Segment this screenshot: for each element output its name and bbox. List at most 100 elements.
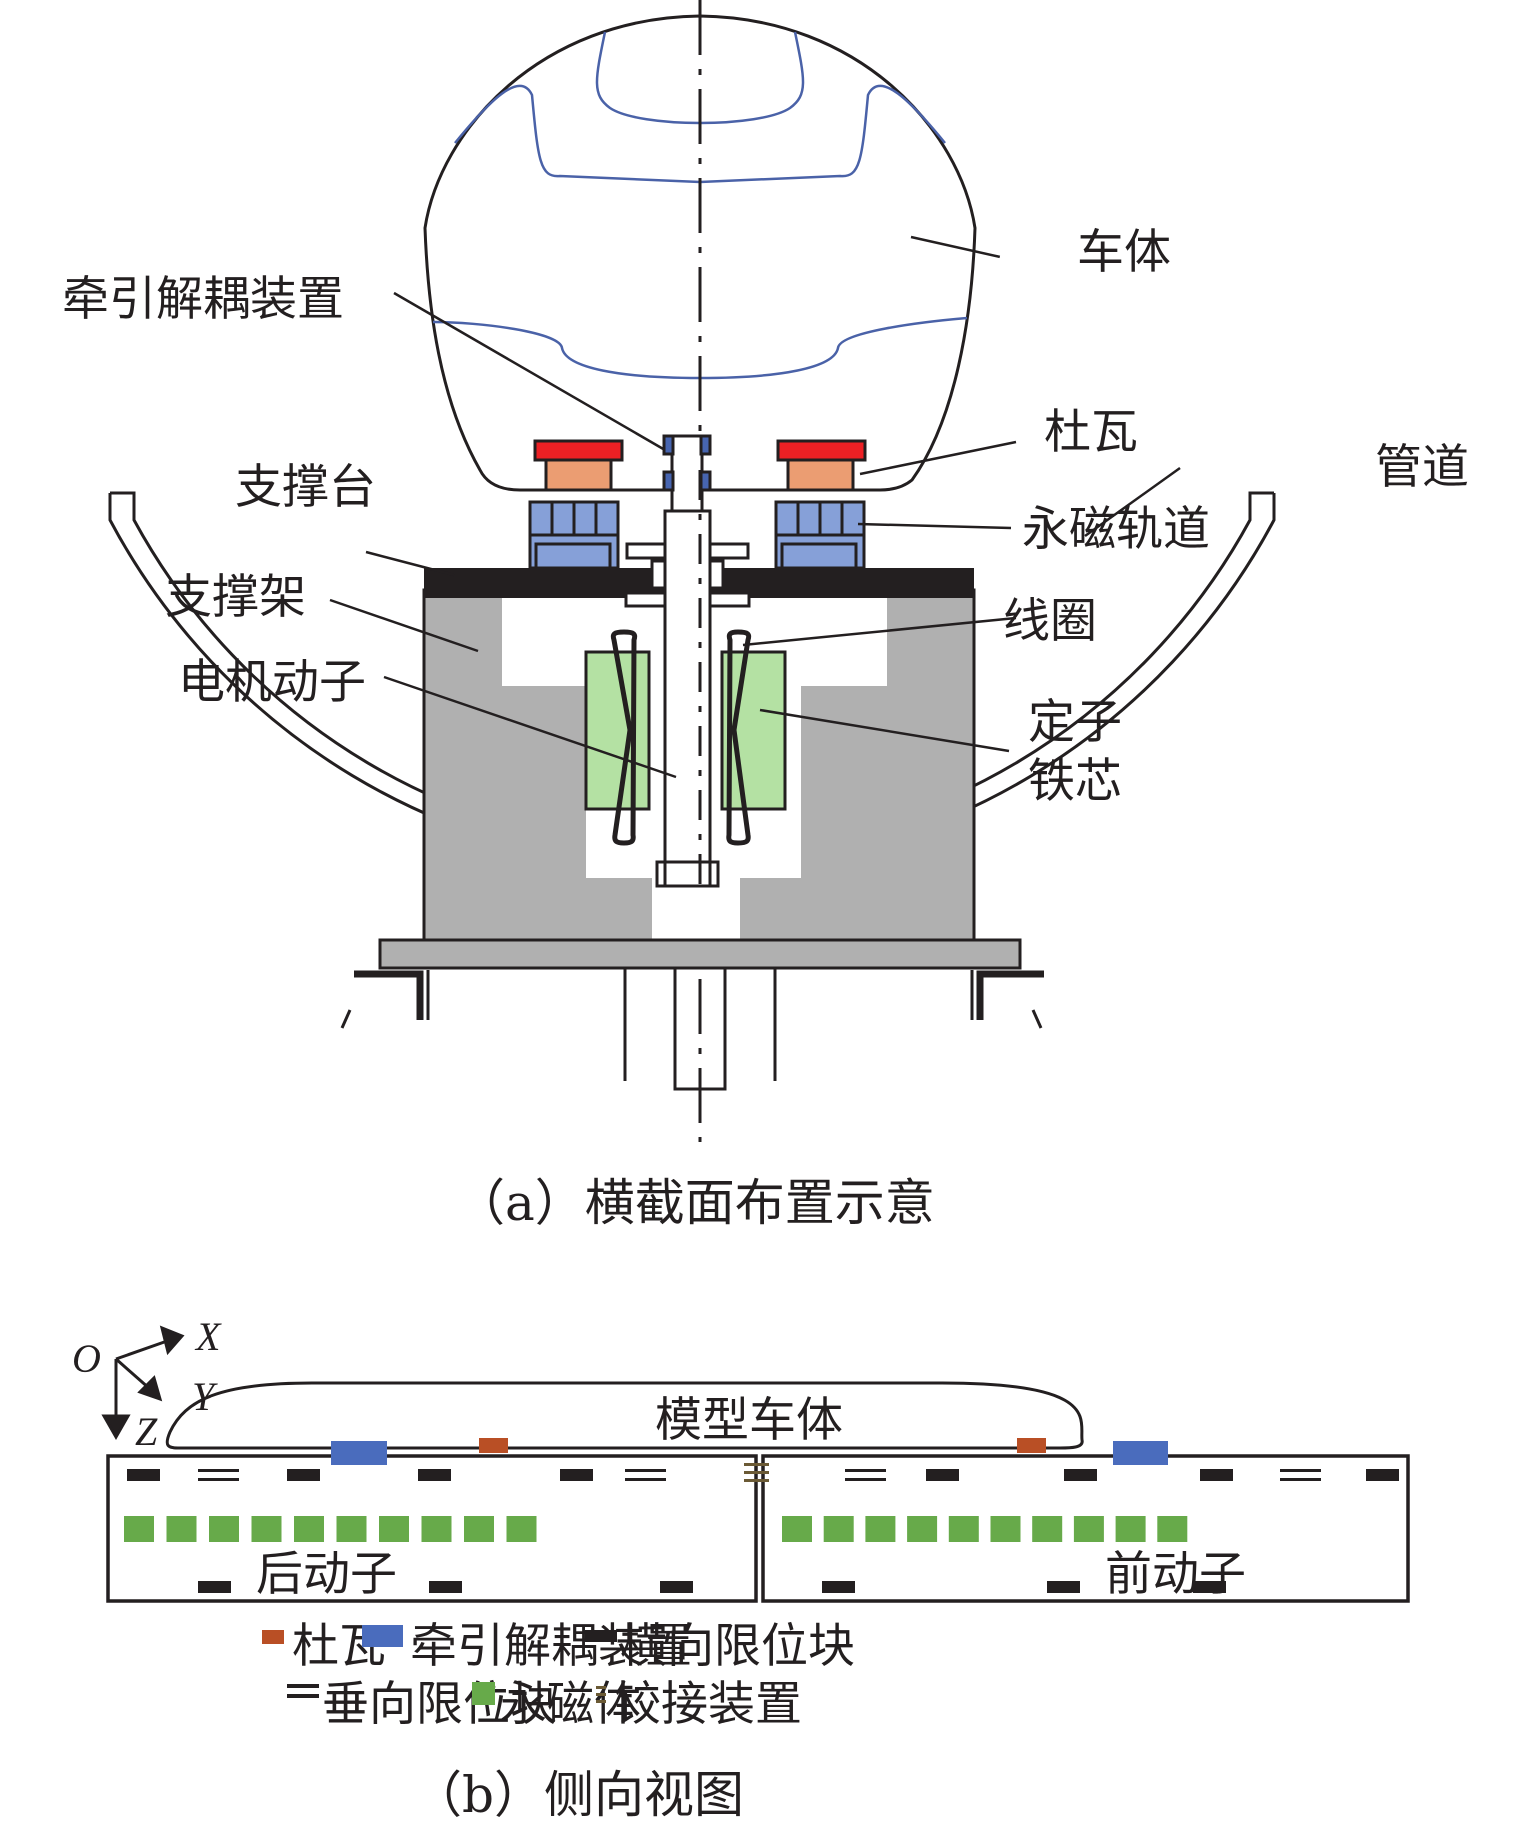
permanent-magnet bbox=[166, 1516, 197, 1542]
axis-x-label: X bbox=[194, 1314, 222, 1359]
lateral-limit-block bbox=[660, 1581, 693, 1593]
caption-b: （b）侧向视图 bbox=[412, 1766, 744, 1824]
permanent-magnet bbox=[124, 1516, 154, 1542]
lateral-limit-block bbox=[1047, 1581, 1080, 1593]
leader-lines bbox=[329, 235, 1181, 779]
rear-mover-box bbox=[106, 1454, 758, 1603]
coordinate-axes bbox=[101, 1325, 185, 1441]
label-rear-mover: 后动子 bbox=[256, 1547, 397, 1602]
legend-swatch-magnet bbox=[472, 1682, 495, 1705]
vertical-limit-block bbox=[625, 1478, 666, 1481]
label-support-frame: 支撑架 bbox=[165, 570, 306, 625]
traction-decoupling-device bbox=[1113, 1441, 1168, 1465]
legend-swatch-traction bbox=[362, 1625, 403, 1647]
lateral-limit-block bbox=[560, 1469, 593, 1481]
dewar-right bbox=[776, 439, 867, 492]
permanent-magnet bbox=[907, 1516, 938, 1542]
hinge-device bbox=[744, 1471, 769, 1474]
axis-z-label: Z bbox=[135, 1409, 158, 1454]
side-view-components bbox=[124, 1438, 1399, 1593]
legend: 杜瓦 牵引解耦装置 横向限位块 垂向限位块 永磁体 铰接装置 bbox=[262, 1619, 855, 1732]
coil-left bbox=[610, 629, 638, 846]
vertical-limit-block bbox=[625, 1469, 666, 1472]
label-support-table: 支撑台 bbox=[235, 460, 376, 515]
model-vehicle-body bbox=[165, 1381, 1084, 1450]
permanent-magnet bbox=[782, 1516, 812, 1542]
permanent-magnet bbox=[990, 1516, 1021, 1542]
coil-right bbox=[726, 629, 752, 846]
lateral-limit-block bbox=[1366, 1469, 1399, 1481]
axis-y-label: Y bbox=[192, 1374, 218, 1419]
label-skid-dewar: 杜瓦 bbox=[1044, 405, 1138, 460]
vertical-limit-block bbox=[198, 1469, 239, 1472]
lateral-limit-block bbox=[926, 1469, 959, 1481]
permanent-magnet bbox=[464, 1516, 494, 1542]
cross-section-diagram: 车体 牵引解耦装置 杜瓦 管道 支撑台 永磁轨道 支撑架 线圈 电机动子 定子 … bbox=[62, 0, 1469, 1232]
permanent-magnet bbox=[865, 1516, 896, 1542]
permanent-magnet bbox=[1073, 1516, 1104, 1542]
hinge-device bbox=[744, 1479, 769, 1482]
label-vehicle-body: 车体 bbox=[1077, 225, 1171, 280]
side-view-diagram: O X Y Z 模型车体 后动子 前动子 杜瓦 牵引解耦装置 横向限位块 垂向限… bbox=[72, 1314, 1410, 1824]
lateral-limit-block bbox=[287, 1469, 320, 1481]
axis-origin-label: O bbox=[72, 1336, 101, 1381]
label-coil: 线圈 bbox=[1003, 594, 1097, 649]
permanent-magnet bbox=[379, 1516, 409, 1542]
traction-decoupling-device bbox=[662, 434, 712, 492]
legend-swatch-dewar bbox=[262, 1630, 284, 1644]
legend-label-magnet: 永磁体 bbox=[500, 1677, 641, 1732]
permanent-magnet bbox=[506, 1516, 537, 1542]
vertical-limit-block bbox=[1280, 1478, 1321, 1481]
legend-label-traction: 牵引解耦装置 bbox=[410, 1619, 692, 1674]
legend-swatch-lateral bbox=[585, 1630, 617, 1642]
permanent-magnet bbox=[823, 1516, 854, 1542]
lateral-limit-block bbox=[127, 1469, 160, 1481]
lateral-limit-block bbox=[822, 1581, 855, 1593]
dewar-left bbox=[533, 439, 624, 492]
vertical-limit-block bbox=[845, 1469, 886, 1472]
hinge-device bbox=[744, 1463, 769, 1466]
legend-label-hinge: 铰接装置 bbox=[614, 1677, 802, 1732]
permanent-magnet bbox=[251, 1516, 282, 1542]
vertical-limit-block bbox=[1280, 1469, 1321, 1472]
permanent-magnet bbox=[1157, 1516, 1188, 1542]
lateral-limit-block bbox=[418, 1469, 451, 1481]
legend-label-vertical: 垂向限位块 bbox=[322, 1677, 557, 1732]
traction-decoupling-device bbox=[331, 1441, 387, 1465]
legend-label-lateral: 横向限位块 bbox=[620, 1619, 855, 1674]
label-model-vehicle: 模型车体 bbox=[655, 1393, 843, 1448]
lateral-limit-block bbox=[1064, 1469, 1097, 1481]
lateral-limit-block bbox=[1200, 1469, 1233, 1481]
legend-swatch-hinge bbox=[596, 1686, 606, 1703]
base-legs bbox=[354, 966, 1044, 1091]
label-pm-track: 永磁轨道 bbox=[1022, 502, 1210, 557]
pm-track-right bbox=[774, 500, 866, 570]
stator-core-left bbox=[584, 650, 651, 811]
label-stator-core-2: 铁芯 bbox=[1028, 754, 1122, 809]
label-traction-decoupling: 牵引解耦装置 bbox=[62, 272, 344, 327]
permanent-magnet bbox=[336, 1516, 367, 1542]
permanent-magnet bbox=[421, 1516, 452, 1542]
dewar bbox=[479, 1438, 508, 1453]
label-pipe: 管道 bbox=[1375, 440, 1469, 495]
vertical-limit-block bbox=[845, 1478, 886, 1481]
caption-a: （a）横截面布置示意 bbox=[455, 1174, 935, 1232]
dewar bbox=[1017, 1438, 1046, 1453]
legend-swatch-vertical bbox=[287, 1684, 319, 1698]
label-motor-mover: 电机动子 bbox=[178, 655, 366, 710]
motor-mover bbox=[624, 434, 751, 888]
permanent-magnet bbox=[948, 1516, 979, 1542]
label-front-mover: 前动子 bbox=[1105, 1547, 1246, 1602]
permanent-magnet bbox=[1032, 1516, 1063, 1542]
lateral-limit-block bbox=[198, 1581, 231, 1593]
permanent-magnet bbox=[1115, 1516, 1146, 1542]
front-mover-box bbox=[761, 1454, 1410, 1603]
pm-track-left bbox=[528, 500, 620, 570]
permanent-magnet bbox=[294, 1516, 324, 1542]
vertical-limit-block bbox=[198, 1478, 239, 1481]
permanent-magnet bbox=[209, 1516, 239, 1542]
lateral-limit-block bbox=[429, 1581, 462, 1593]
label-stator-core-1: 定子 bbox=[1028, 695, 1122, 750]
lateral-limit-block bbox=[1193, 1581, 1226, 1593]
